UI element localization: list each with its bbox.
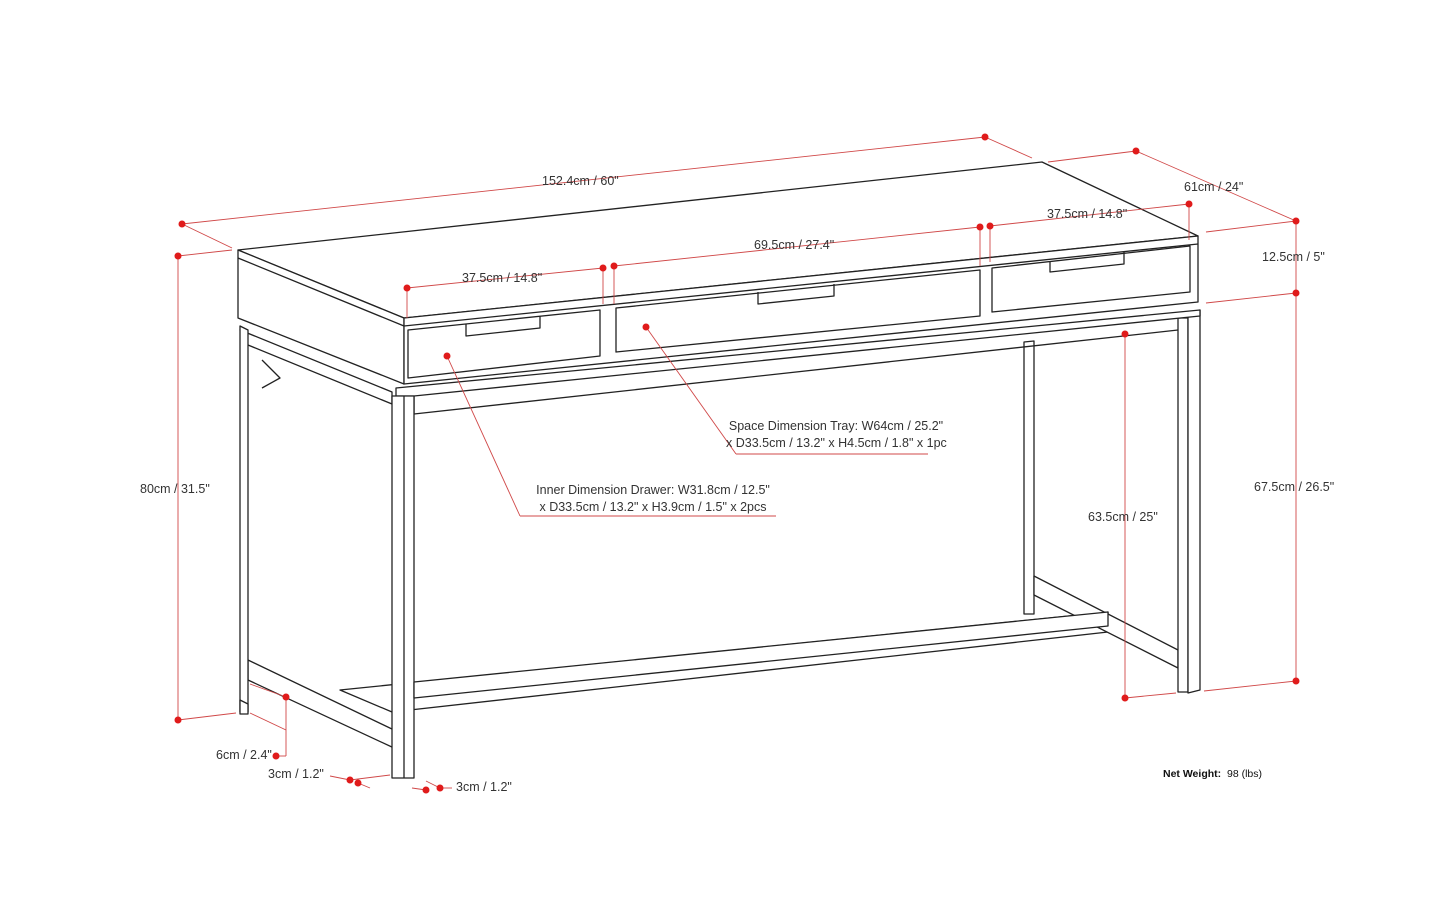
bottom-rail-front	[413, 611, 1109, 699]
tray-center	[615, 269, 981, 353]
note-tray-line2: x D33.5cm / 13.2" x H4.5cm / 1.8" x 1pc	[726, 436, 947, 450]
note-tray-line1: Space Dimension Tray: W64cm / 25.2"	[728, 419, 944, 433]
handle-center	[757, 284, 835, 305]
net-weight-label: Net Weight:	[1163, 768, 1222, 780]
dimension-lines	[177, 136, 1297, 791]
dot	[1132, 147, 1140, 155]
leg-front-right	[391, 395, 415, 779]
label-overall-height: 80cm / 31.5"	[140, 482, 210, 496]
dot	[1121, 330, 1129, 338]
leg-front-left	[239, 325, 249, 713]
label-leg-width-right: 3cm / 1.2"	[456, 780, 512, 794]
note-drawer-line2: x D33.5cm / 13.2" x H3.9cm / 1.5" x 2pcs	[539, 500, 767, 514]
label-depth: 61cm / 24"	[1184, 180, 1244, 194]
dot	[443, 352, 451, 360]
net-weight: Net Weight: 98 (lbs)	[1163, 768, 1262, 780]
handle-left	[465, 316, 541, 337]
dot	[610, 262, 618, 270]
note-drawer-line1: Inner Dimension Drawer: W31.8cm / 12.5"	[536, 483, 770, 497]
dot	[282, 693, 290, 701]
drawer-left	[407, 309, 601, 379]
label-clearance-height: 63.5cm / 25"	[1088, 510, 1158, 524]
dot	[403, 284, 411, 292]
handle-right	[1049, 252, 1125, 273]
leg-right-inner	[1187, 309, 1201, 694]
dot	[1292, 677, 1300, 685]
dot	[1292, 289, 1300, 297]
label-top-height: 12.5cm / 5"	[1262, 250, 1325, 264]
leg-front-left-foot	[239, 699, 249, 715]
dot	[1292, 217, 1300, 225]
label-drawer-right-width: 37.5cm / 14.8"	[1047, 207, 1128, 221]
label-leg-height: 67.5cm / 26.5"	[1254, 480, 1335, 494]
leg-back-left	[1023, 340, 1035, 615]
note-tray-dimension: Space Dimension Tray: W64cm / 25.2" x D3…	[726, 418, 947, 452]
front-rail	[395, 309, 1201, 397]
dot	[436, 784, 444, 792]
dot	[178, 220, 186, 228]
dot	[1121, 694, 1129, 702]
dot	[642, 323, 650, 331]
dimension-dots	[174, 133, 1300, 794]
desk-outline	[237, 161, 1201, 779]
label-foot-height: 6cm / 2.4"	[216, 748, 272, 762]
note-drawer-dimension: Inner Dimension Drawer: W31.8cm / 12.5" …	[522, 482, 784, 516]
label-leg-width-left: 3cm / 1.2"	[268, 767, 324, 781]
net-weight-value: 98 (lbs)	[1226, 768, 1262, 780]
dot	[354, 779, 362, 787]
label-tray-width: 69.5cm / 27.4"	[754, 238, 835, 252]
dot	[346, 776, 354, 784]
dot	[174, 252, 182, 260]
label-overall-width: 152.4cm / 60"	[542, 174, 619, 188]
dot	[599, 264, 607, 272]
dot	[1185, 200, 1193, 208]
leg-right	[1177, 317, 1189, 693]
dot	[976, 223, 984, 231]
dot	[422, 786, 430, 794]
dot	[174, 716, 182, 724]
dot	[272, 752, 280, 760]
dot	[986, 222, 994, 230]
label-drawer-left-width: 37.5cm / 14.8"	[462, 271, 543, 285]
dot	[981, 133, 989, 141]
